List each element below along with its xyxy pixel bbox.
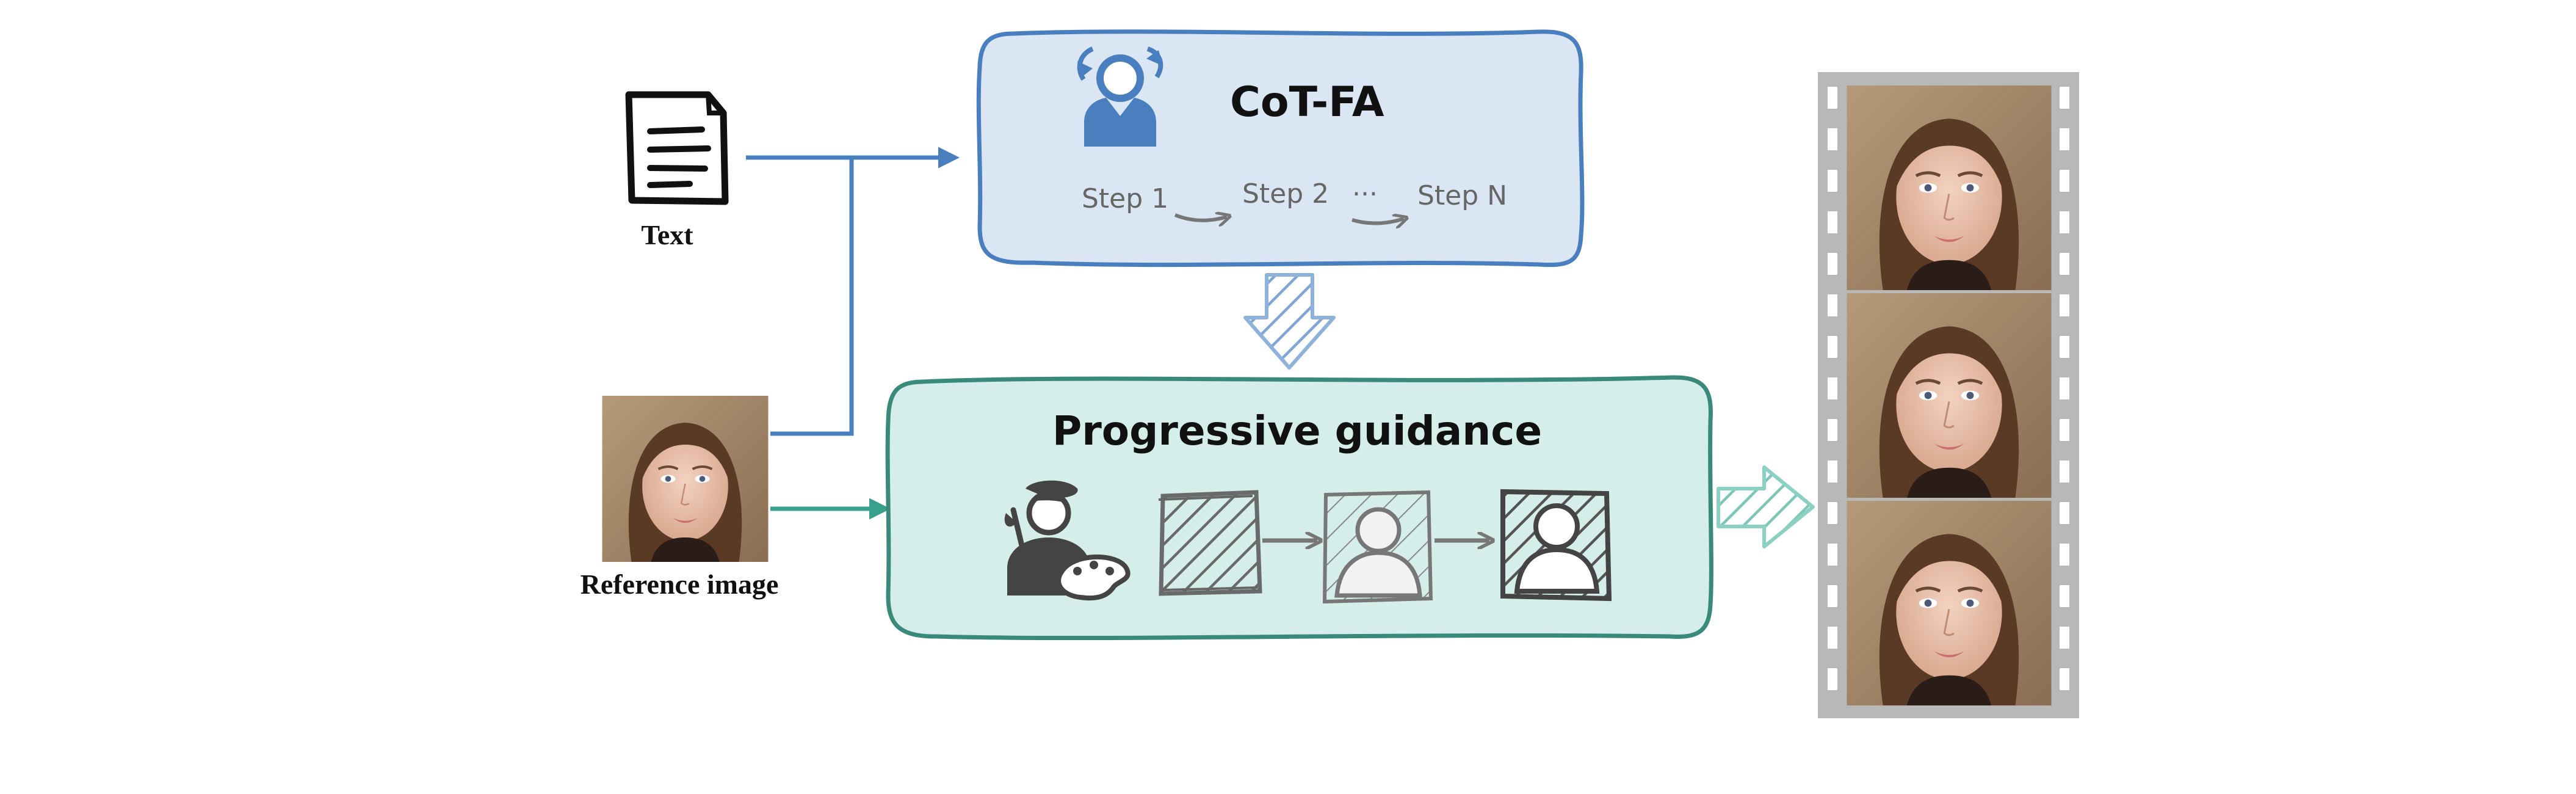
down-flow-arrow <box>1243 273 1336 370</box>
cot-fa-title: CoT-FA <box>1230 78 1384 126</box>
progressive-guidance-title: Progressive guidance <box>1052 407 1542 454</box>
step-arrow-2 <box>1351 219 1404 224</box>
output-frame-3 <box>1847 501 2052 705</box>
progressive-guidance-panel: Progressive guidance <box>885 375 1713 641</box>
text-document-icon <box>625 91 729 205</box>
step-1-label: Step 1 <box>1082 183 1168 214</box>
cot-fa-panel: CoT-FA Step 1 Step 2 ... Step N <box>976 29 1585 268</box>
step-2-label: Step 2 <box>1242 178 1329 209</box>
step-n-label: Step N <box>1417 180 1507 211</box>
output-frame-1 <box>1847 86 2052 290</box>
step-ellipsis: ... <box>1352 171 1378 202</box>
output-video-filmstrip <box>1818 72 2079 718</box>
artist-palette-icon <box>1004 480 1131 601</box>
reference-image <box>602 396 769 562</box>
input-connectors <box>746 147 960 520</box>
film-perforations-left <box>1828 87 1837 690</box>
film-perforations-right <box>2060 87 2069 690</box>
step-arrow-1 <box>1174 215 1227 220</box>
reference-image-label: Reference image <box>581 569 779 600</box>
reasoning-person-icon <box>1077 46 1163 147</box>
output-flow-arrow <box>1717 465 1815 548</box>
stage-3-portrait-sketch <box>1500 489 1612 602</box>
stage-1-noise-sketch <box>1158 490 1262 596</box>
output-frame-2 <box>1847 293 2052 498</box>
text-label: Text <box>641 219 693 250</box>
stage-2-partial-portrait-sketch <box>1322 490 1433 604</box>
